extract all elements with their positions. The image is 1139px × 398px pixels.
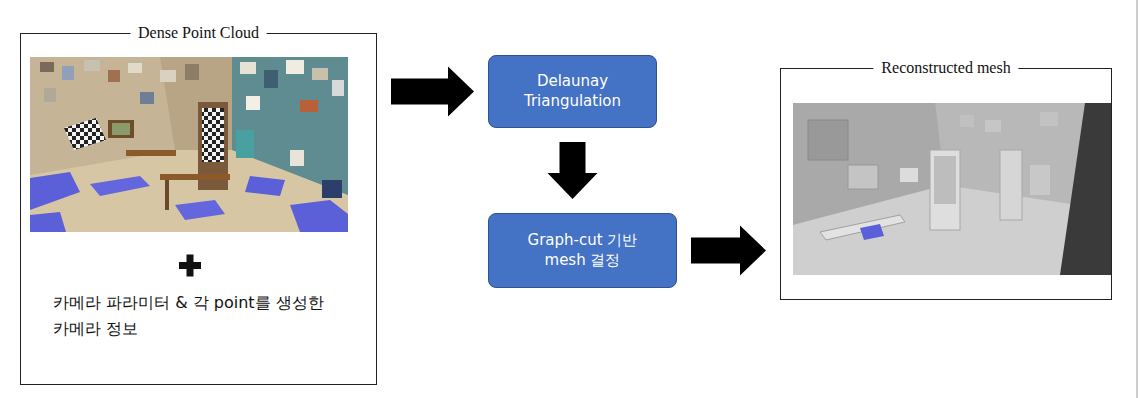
point-cloud-image — [30, 57, 348, 232]
box-label: Delaunay Triangulation — [503, 72, 642, 111]
frame-title: Dense Point Cloud — [130, 23, 267, 43]
block-arrow — [691, 226, 766, 276]
frame-note: 카메라 파라미터 & 각 point를 생성한 카메라 정보 — [53, 290, 353, 342]
box-label: Graph-cut 기반 mesh 결정 — [515, 231, 650, 270]
frame-edge — [1137, 0, 1138, 398]
mesh-image — [793, 103, 1111, 275]
block-arrow — [391, 67, 474, 117]
plus-symbol — [179, 255, 201, 277]
process-box: Graph-cut 기반 mesh 결정 — [488, 213, 677, 288]
frame-title: Reconstructed mesh — [873, 58, 1018, 78]
group-frame: Dense Point Cloud카메라 파라미터 & 각 point를 생성한… — [20, 33, 377, 385]
block-arrow — [548, 142, 598, 199]
process-box: Delaunay Triangulation — [488, 55, 657, 128]
group-frame: Reconstructed mesh — [780, 68, 1112, 300]
